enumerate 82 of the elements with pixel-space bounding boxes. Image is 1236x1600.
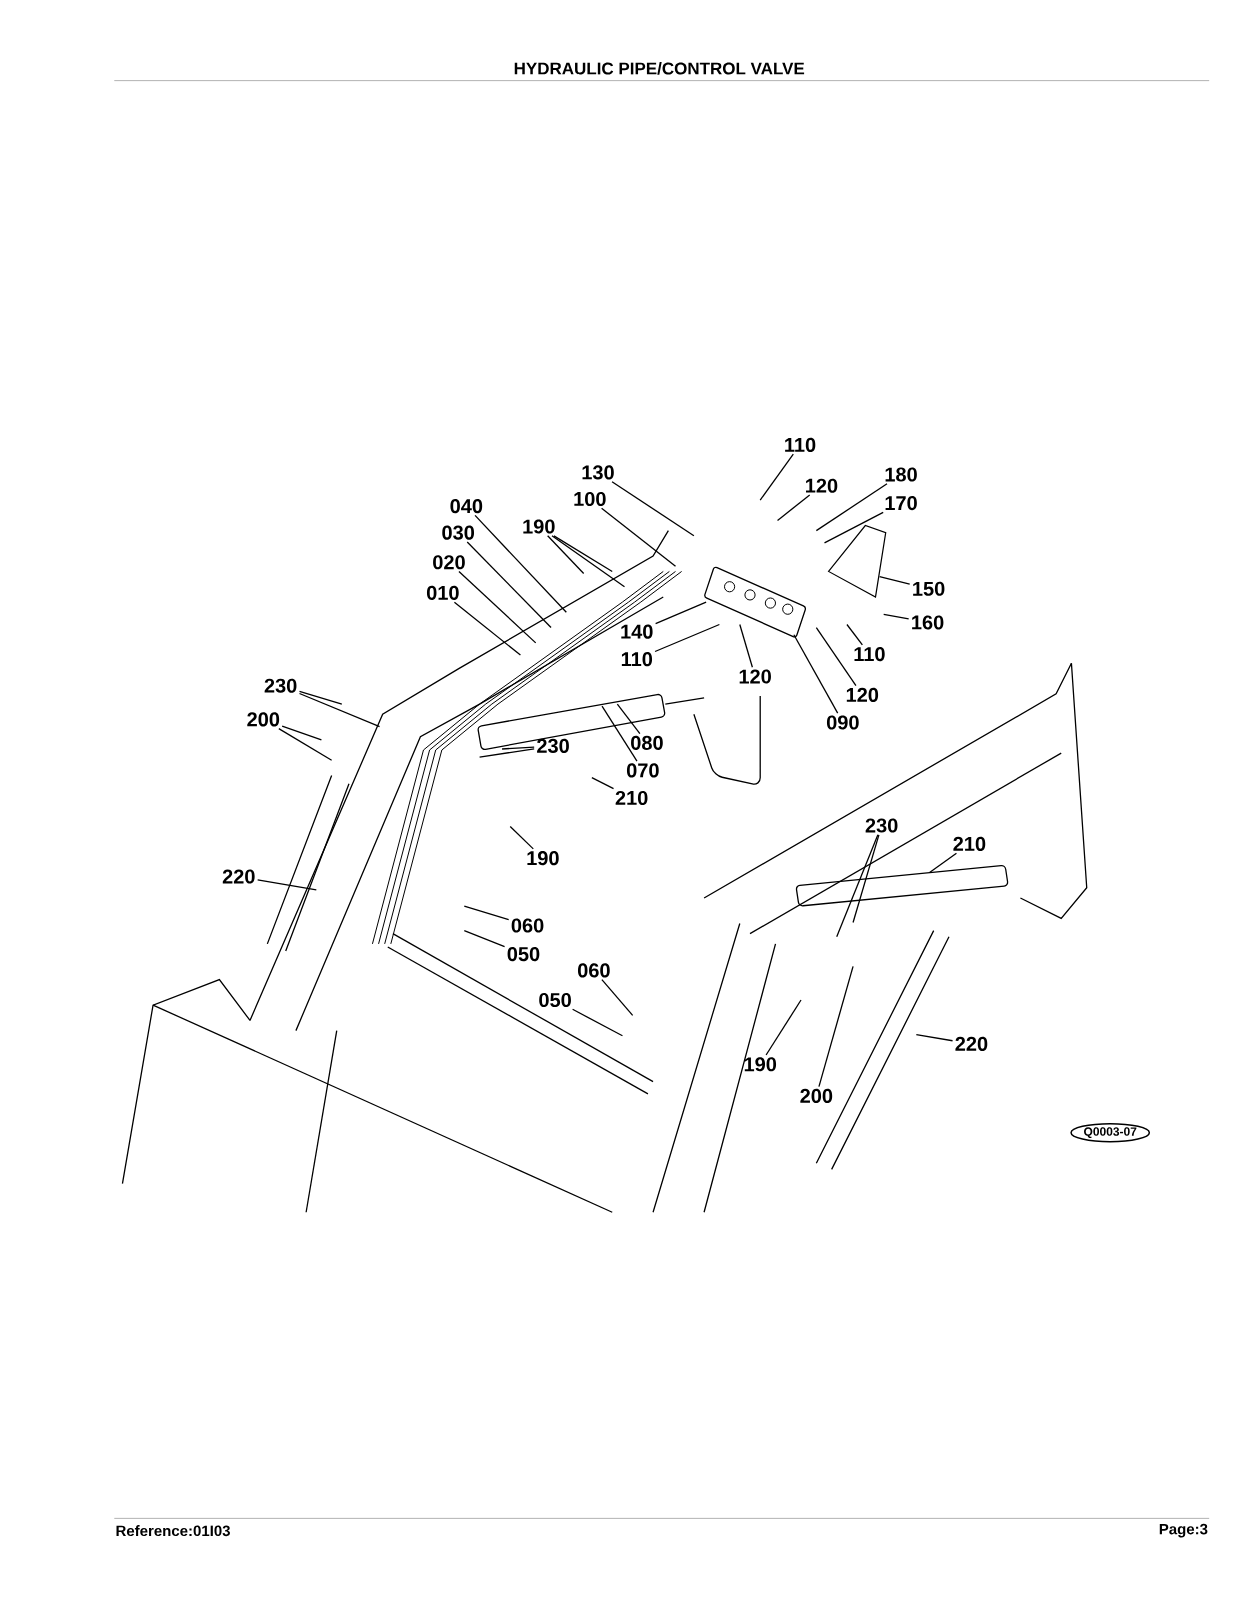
leader-line	[815, 483, 888, 532]
callout-number: 190	[744, 1057, 777, 1072]
callout-number: 190	[523, 519, 555, 534]
leader-line	[601, 507, 677, 567]
leader-line	[601, 979, 634, 1016]
callout-number: 010	[427, 585, 459, 600]
leader-line	[458, 570, 537, 644]
callout-number: 060	[511, 918, 544, 933]
leader-line	[836, 834, 879, 938]
callout-number: 070	[627, 763, 659, 778]
callout-number: 090	[827, 715, 859, 730]
callout-number: 030	[442, 525, 475, 540]
leader-line	[616, 703, 641, 735]
leader-line	[765, 999, 802, 1056]
page-title: HYDRAULIC PIPE/CONTROL VALVE	[514, 62, 805, 75]
leader-line	[818, 965, 854, 1088]
callout-number: 120	[806, 478, 838, 493]
callout-number: 110	[785, 437, 816, 452]
leader-line	[463, 930, 506, 948]
leader-line	[824, 511, 884, 544]
callout-number: 120	[846, 687, 879, 702]
leader-line	[883, 613, 910, 620]
callout-number: 160	[912, 615, 944, 630]
leader-line	[572, 1008, 624, 1037]
drawing-number: Q0003-07	[1070, 1122, 1151, 1143]
leader-line	[453, 601, 522, 656]
leader-line	[257, 879, 318, 891]
callout-number: 120	[739, 669, 772, 684]
leader-line	[929, 852, 958, 874]
page-number: Page:3	[1159, 1523, 1208, 1538]
leader-line	[879, 575, 911, 585]
leader-line	[759, 453, 795, 501]
leader-line	[846, 623, 864, 646]
callout-number: 040	[450, 499, 483, 514]
callout-number: 060	[578, 963, 610, 978]
callout-number: 210	[615, 790, 648, 806]
leader-line	[509, 825, 535, 850]
leader-line	[547, 535, 585, 575]
leader-line	[654, 623, 721, 653]
leader-line	[739, 623, 754, 668]
leader-line	[281, 725, 323, 741]
leader-line	[553, 535, 614, 573]
callout-number: 080	[631, 735, 663, 750]
callout-number: 230	[264, 678, 297, 693]
callout-number: 100	[574, 491, 606, 507]
callout-number: 200	[800, 1088, 833, 1103]
callout-number: 190	[527, 851, 559, 866]
callout-number: 140	[621, 624, 653, 639]
callout-number: 170	[885, 496, 917, 511]
leader-line	[463, 905, 510, 921]
leader-line	[777, 494, 811, 522]
leader-line	[299, 690, 343, 705]
callout-number: 050	[539, 992, 572, 1008]
callout-number: 210	[953, 836, 986, 851]
leader-line	[601, 705, 638, 762]
leader-line	[915, 1034, 954, 1042]
leader-line	[501, 746, 535, 750]
callout-number: 200	[247, 712, 280, 727]
leader-line	[299, 692, 381, 728]
leader-line	[479, 748, 535, 758]
callout-number: 180	[885, 467, 917, 482]
callout-number: 050	[507, 947, 540, 962]
callout-number: 020	[433, 555, 465, 570]
callout-number: 110	[622, 652, 653, 667]
leader-line	[591, 776, 615, 790]
callout-number: 220	[955, 1036, 988, 1051]
leader-line	[474, 514, 568, 613]
leader-line	[466, 541, 552, 629]
leader-line	[655, 601, 707, 625]
leader-line	[551, 535, 626, 588]
leader-line	[852, 834, 880, 924]
callout-number: 230	[865, 818, 898, 833]
leader-line	[611, 481, 695, 537]
callout-number: 110	[854, 647, 885, 662]
leader-line	[793, 634, 839, 714]
leader-line	[815, 626, 857, 687]
callout-number: 130	[582, 465, 614, 480]
callout-number: 150	[913, 581, 945, 596]
callout-number: 220	[222, 869, 255, 884]
reference-text: Reference:01I03	[116, 1525, 231, 1537]
leader-line	[278, 728, 333, 761]
callout-number: 230	[537, 738, 570, 753]
